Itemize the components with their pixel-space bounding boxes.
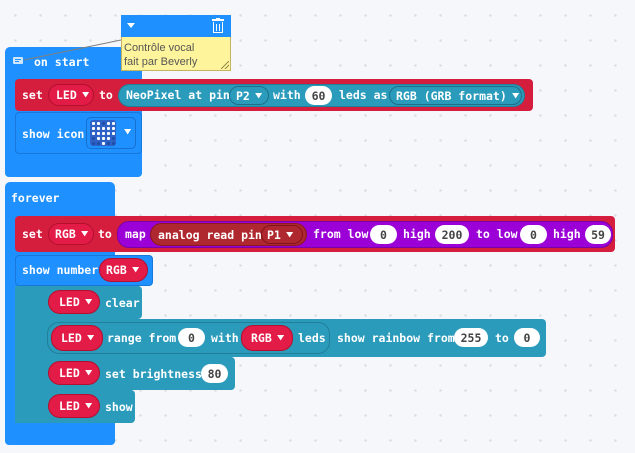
chevron-down-icon: ▼ [86,333,95,343]
chevron-down-icon: ▼ [131,265,140,275]
on-start-label: on start [34,55,90,69]
led-pixel [97,142,100,145]
show-icon-label: show icon [22,127,85,141]
led-count-input[interactable]: 60 [305,86,332,105]
leds-as-label: leds as [339,88,388,102]
set-keyword-2: set [22,227,43,241]
to-low-input[interactable]: 0 [520,225,547,244]
with-label: with [211,331,239,345]
led-pixel [112,127,115,130]
led-pixel [112,137,115,140]
to-keyword-2: to [98,227,112,241]
analog-read-label: analog read pin [158,228,262,242]
icon-picker-dropdown[interactable]: ▼ [86,117,136,149]
clear-label: clear [105,296,140,310]
led-variable-pill-clear[interactable]: LED▼ [48,290,100,314]
led-pixel [102,122,105,125]
led-pixel [97,137,100,140]
chevron-down-icon: ▼ [84,297,93,307]
led-pixel [92,142,95,145]
range-from-input[interactable]: 0 [178,328,205,347]
chevron-down-icon: ▼ [124,127,132,137]
chevron-down-icon[interactable] [127,23,135,28]
chevron-down-icon: ▼ [84,401,93,411]
map-keyword: map [125,227,146,241]
chevron-down-icon: ▼ [286,229,294,240]
led-pixel [107,137,110,140]
forever-label: forever [11,191,60,205]
comment-text-line1: Contrôle vocal [124,42,195,54]
set-brightness-label: set brightness [105,367,202,381]
led-pixel [112,122,115,125]
comment-text-line2: fait par Beverly [124,56,198,68]
chevron-down-icon: ▼ [80,229,89,239]
rgb-variable-pill[interactable]: RGB▼ [99,258,148,282]
led-pixel [92,122,95,125]
hat-icon [13,57,23,64]
range-from-label: range from [107,331,177,345]
led-pixel [92,137,95,140]
led-pixel [92,127,95,130]
chevron-down-icon: ▼ [511,90,520,101]
show-rainbow-label: show rainbow from [337,331,455,345]
led-pixel [112,142,115,145]
to-keyword: to [99,88,113,102]
led-pixel [107,132,110,135]
brightness-input[interactable]: 80 [201,364,228,383]
leds-label: leds [298,331,326,345]
chevron-down-icon: ▼ [255,90,263,101]
chevron-down-icon: ▼ [81,90,90,100]
led-pixel [107,142,110,145]
to-high-input[interactable]: 59 [585,225,611,244]
led-pixel [102,132,105,135]
high-label: high [403,227,431,241]
pin-p1-dropdown[interactable]: P1▼ [261,225,303,244]
led-pixel [112,132,115,135]
led-pixel [102,142,105,145]
format-dropdown[interactable]: RGB (GRB format)▼ [389,86,522,105]
rainbow-from-input[interactable]: 255 [454,328,488,347]
resize-handle-icon[interactable] [221,61,229,69]
led-variable-dropdown[interactable]: LED▼ [48,84,94,106]
led-variable-pill-show[interactable]: LED▼ [48,394,100,418]
high-label-2: high [553,227,581,241]
show-label: show [105,400,133,414]
to-low-label: to low [476,227,518,241]
heart-led-icon [90,120,116,146]
led-pixel [102,127,105,130]
led-variable-pill-range[interactable]: LED▼ [51,325,103,351]
led-pixel [97,122,100,125]
rgb-variable-dropdown[interactable]: RGB▼ [48,223,94,245]
led-pixel [107,127,110,130]
rainbow-to-label: to [495,331,509,345]
from-high-input[interactable]: 200 [435,225,469,244]
chevron-down-icon: ▼ [276,333,285,343]
led-pixel [97,132,100,135]
pin-p2-dropdown[interactable]: P2▼ [229,86,269,105]
led-variable-pill-brightness[interactable]: LED▼ [48,361,100,385]
neopixel-label: NeoPixel at pin [126,88,230,102]
with-keyword: with [273,88,301,102]
led-pixel [102,137,105,140]
show-number-label: show number [22,263,99,277]
rgb-variable-pill-range[interactable]: RGB▼ [241,325,293,351]
from-low-input[interactable]: 0 [370,225,397,244]
set-keyword: set [22,88,43,102]
from-low-label: from low [313,227,369,241]
led-pixel [107,122,110,125]
rainbow-to-input[interactable]: 0 [514,328,540,347]
led-pixel [92,132,95,135]
trash-icon[interactable] [212,18,224,33]
led-pixel [97,127,100,130]
comment-header [121,15,231,37]
chevron-down-icon: ▼ [84,368,93,378]
